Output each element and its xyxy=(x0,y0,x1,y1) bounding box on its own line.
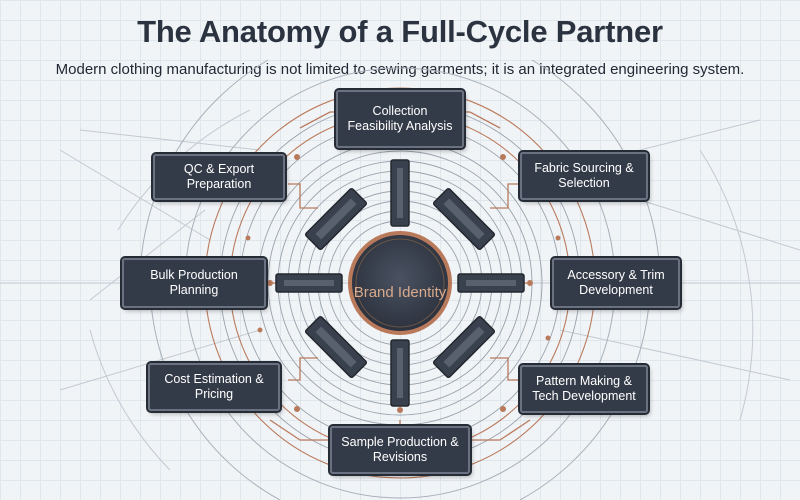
node-label: Accessory & Trim Development xyxy=(567,268,665,297)
spoke-top-right xyxy=(432,187,496,251)
node-label: Cost Estimation & Pricing xyxy=(164,372,264,401)
node-pattern-making: Pattern Making & Tech Development xyxy=(518,363,650,415)
spoke-right xyxy=(457,273,525,293)
page-subtitle: Modern clothing manufacturing is not lim… xyxy=(55,61,745,78)
node-label: Sample Production & Revisions xyxy=(341,435,459,464)
node-label: Pattern Making & Tech Development xyxy=(532,374,636,403)
node-cost-estimation: Cost Estimation & Pricing xyxy=(146,361,282,413)
node-sample-production: Sample Production & Revisions xyxy=(328,424,472,476)
node-fabric-sourcing: Fabric Sourcing & Selection xyxy=(518,150,650,202)
node-label: Fabric Sourcing & Selection xyxy=(534,161,634,190)
node-label: Collection Feasibility Analysis xyxy=(347,104,453,133)
spoke-left xyxy=(275,273,343,293)
node-label: Bulk Production Planning xyxy=(150,268,238,297)
spoke-top xyxy=(390,159,410,227)
spoke-bottom xyxy=(390,339,410,407)
radial-spokes xyxy=(275,159,525,407)
spoke-bottom-right xyxy=(432,315,496,379)
hub-label: Brand Identity xyxy=(353,283,447,301)
node-bulk-production: Bulk Production Planning xyxy=(120,256,268,310)
node-collection-feasibility: Collection Feasibility Analysis xyxy=(334,88,466,150)
node-accessory-trim: Accessory & Trim Development xyxy=(550,256,682,310)
node-label: QC & Export Preparation xyxy=(183,162,255,191)
hub-circle xyxy=(348,231,452,335)
page-title: The Anatomy of a Full-Cycle Partner xyxy=(137,14,663,49)
spoke-bottom-left xyxy=(304,315,368,379)
node-qc-export: QC & Export Preparation xyxy=(151,152,287,202)
spoke-top-left xyxy=(304,187,368,251)
